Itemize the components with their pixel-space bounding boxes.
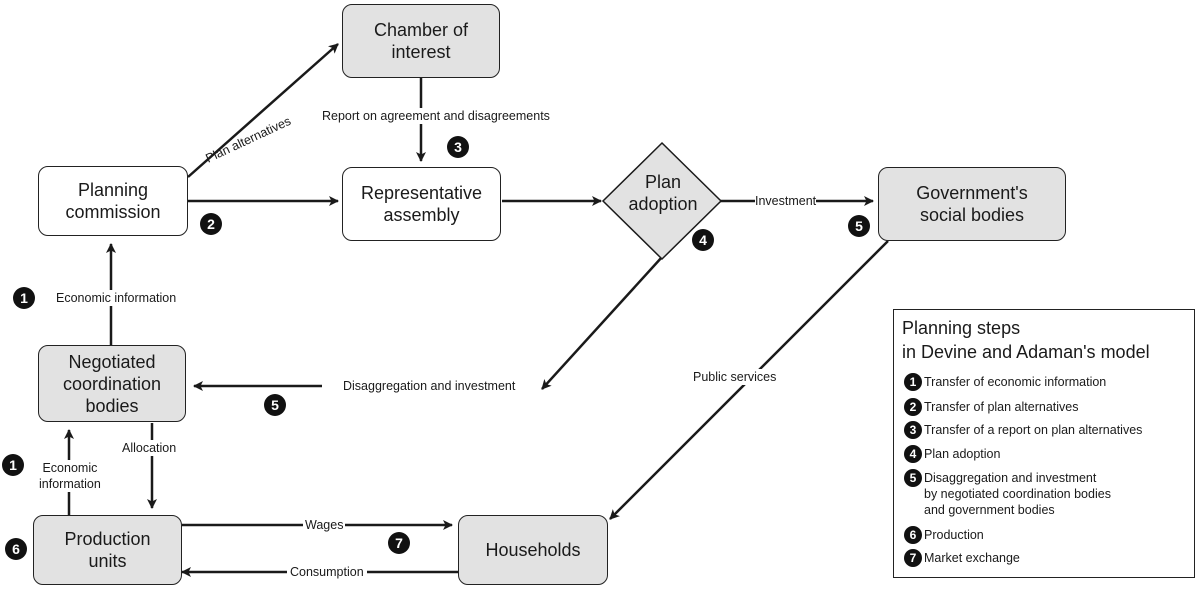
legend-text-2: Transfer of plan alternatives — [924, 400, 1079, 414]
plan-adoption-diamond — [601, 141, 723, 261]
economic-information-bottom-label: Economic information — [39, 460, 101, 492]
legend-text-5: Disaggregation and investment by negotia… — [924, 471, 1111, 517]
public-services-label: Public services — [693, 369, 777, 385]
investment-label: Investment — [755, 193, 817, 209]
report-label: Report on agreement and disagreements — [322, 108, 550, 124]
step-3-marker: 3 — [447, 136, 469, 158]
legend-number-3: 3 — [904, 421, 922, 439]
legend-item-2: 2 Transfer of plan alternatives — [904, 398, 1079, 416]
legend-item-4: 4 Plan adoption — [904, 445, 1001, 463]
legend-title: Planning steps in Devine and Adaman's mo… — [902, 318, 1150, 362]
step-1-marker-top: 1 — [13, 287, 35, 309]
consumption-label: Consumption — [287, 564, 367, 580]
step-2-marker: 2 — [200, 213, 222, 235]
step-7-marker: 7 — [388, 532, 410, 554]
legend-number-7: 7 — [904, 549, 922, 567]
legend-number-6: 6 — [904, 526, 922, 544]
wages-label: Wages — [303, 517, 346, 533]
legend-item-5: 5 Disaggregation and investment by negot… — [904, 469, 1111, 518]
legend-number-1: 1 — [904, 373, 922, 391]
chamber-of-interest-box: Chamber of interest — [342, 4, 500, 78]
step-1-marker-bottom: 1 — [2, 454, 24, 476]
step-6-marker: 6 — [5, 538, 27, 560]
legend-item-7: 7 Market exchange — [904, 549, 1020, 567]
legend-number-4: 4 — [904, 445, 922, 463]
legend-item-1: 1 Transfer of economic information — [904, 373, 1107, 391]
step-5-marker-right: 5 — [848, 215, 870, 237]
disaggregation-label: Disaggregation and investment — [343, 378, 516, 394]
legend-number-2: 2 — [904, 398, 922, 416]
government-social-bodies-box: Government's social bodies — [878, 167, 1066, 241]
legend-item-6: 6 Production — [904, 526, 984, 544]
legend-text-3: Transfer of a report on plan alternative… — [924, 423, 1143, 437]
representative-assembly-box: Representative assembly — [342, 167, 501, 241]
legend-item-3: 3 Transfer of a report on plan alternati… — [904, 421, 1143, 439]
allocation-label: Allocation — [122, 440, 177, 456]
negotiated-coordination-bodies-box: Negotiated coordination bodies — [38, 345, 186, 422]
production-units-box: Production units — [33, 515, 182, 585]
step-5-marker-left: 5 — [264, 394, 286, 416]
planning-commission-box: Planning commission — [38, 166, 188, 236]
arrow-planning-to-chamber — [187, 43, 339, 178]
households-box: Households — [458, 515, 608, 585]
legend-text-7: Market exchange — [924, 551, 1020, 565]
legend-text-6: Production — [924, 528, 984, 542]
legend-text-1: Transfer of economic information — [924, 375, 1107, 389]
arrow-adoption-to-disaggregation — [541, 256, 663, 390]
plan-adoption-label: Plan adoption — [628, 172, 698, 214]
step-4-marker: 4 — [692, 229, 714, 251]
legend-text-4: Plan adoption — [924, 447, 1001, 461]
legend-number-5: 5 — [904, 469, 922, 487]
economic-information-top-label: Economic information — [56, 290, 177, 306]
legend-box: Planning steps in Devine and Adaman's mo… — [893, 309, 1195, 578]
